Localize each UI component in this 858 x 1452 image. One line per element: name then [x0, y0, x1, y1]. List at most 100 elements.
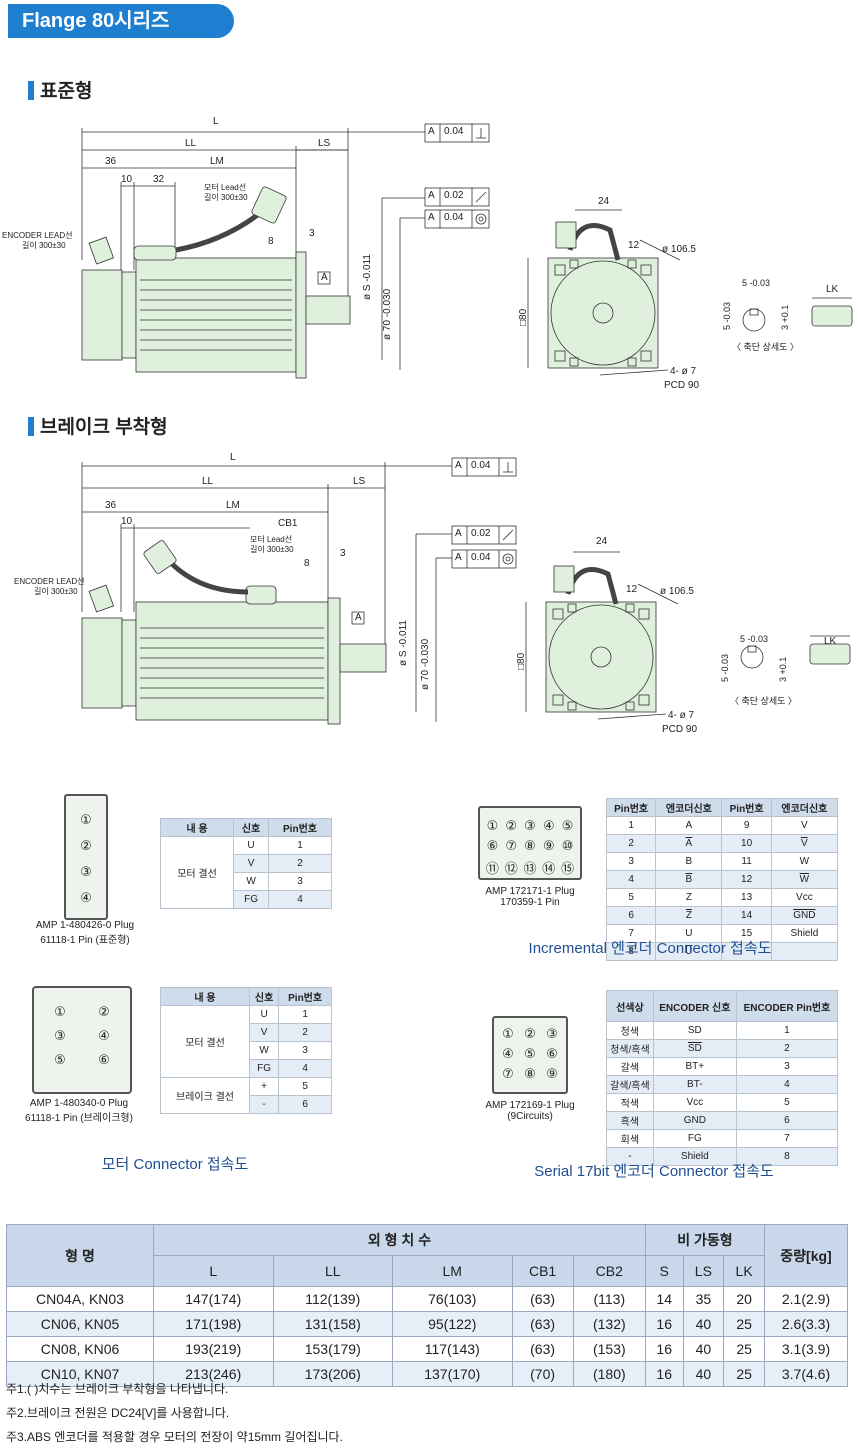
table-cell: 7 — [735, 1129, 839, 1148]
pin-cell: 4 — [278, 1059, 332, 1078]
signal-cell: FG — [233, 890, 270, 909]
pin-cell: 1 — [268, 836, 332, 855]
table-cell: 147(174) — [153, 1286, 274, 1312]
column-header: LL — [272, 1255, 393, 1287]
table-cell: 25 — [723, 1311, 765, 1337]
spigot-dia-brake: ø 70 -0.030 — [420, 638, 431, 690]
table-header: 선색상 — [606, 990, 654, 1022]
key-height: 5 -0.03 — [722, 301, 732, 330]
table-cell: 117(143) — [392, 1336, 513, 1362]
dim-lm: LM — [210, 156, 224, 167]
table-header: 신호 — [248, 987, 280, 1006]
signal-cell: W — [248, 1041, 280, 1060]
hole-spec-brake: 4- ø 7 — [668, 710, 695, 721]
dim-8-brake: 8 — [304, 558, 310, 569]
table-cell: W — [770, 870, 839, 889]
datum-a-brake: A — [355, 612, 362, 623]
table-cell: 11 — [721, 852, 772, 871]
table-cell: 청색 — [606, 1021, 654, 1040]
outer-dimension-header: 외 형 치 수 — [153, 1224, 646, 1256]
section-standard-heading: 표준형 — [28, 76, 92, 103]
table-cell: U — [655, 942, 723, 961]
pin-7: ⑦ — [505, 838, 518, 853]
table-cell: 2.1(2.9) — [764, 1286, 848, 1312]
pin-11: ⑪ — [485, 861, 499, 876]
motor-brake-caption: AMP 1-480340-0 Plug 61118-1 Pin (브레이크형) — [14, 1098, 144, 1124]
tol-a-2: A — [428, 190, 435, 201]
table-cell: 3.1(3.9) — [764, 1336, 848, 1362]
pin-2: ② — [98, 1004, 110, 1019]
table-cell: 153(179) — [272, 1336, 393, 1362]
signal-cell: V — [248, 1023, 280, 1042]
table-cell: 갈색 — [606, 1057, 654, 1076]
table-cell: 5 — [735, 1093, 839, 1112]
table-cell: CN10, KN07 — [6, 1361, 154, 1387]
table-cell: 2 — [735, 1039, 839, 1058]
table-cell: 8 — [605, 942, 657, 961]
dim-24: 24 — [598, 196, 610, 207]
serial-plug-caption: AMP 172169-1 Plug (9Circuits) — [470, 1100, 590, 1122]
column-header: CB1 — [511, 1255, 574, 1287]
table-cell: 3.7(4.6) — [764, 1361, 848, 1387]
datum-a: A — [321, 272, 328, 283]
table-cell: 9 — [721, 816, 772, 835]
dim-sq80-brake: □80 — [516, 652, 527, 670]
signal-cell: V — [233, 854, 270, 873]
table-cell: - — [606, 1147, 654, 1166]
lead-label-2-brake: 길이 300±30 — [250, 545, 294, 554]
pin-3: ③ — [546, 1026, 558, 1041]
pin-13: ⑬ — [523, 861, 537, 876]
table-header: Pin번호 — [721, 798, 772, 817]
table-header: Pin번호 — [605, 798, 657, 817]
caption-line: AMP 172169-1 Plug — [485, 1100, 575, 1111]
table-cell: 173(206) — [272, 1361, 393, 1387]
table-cell: 2 — [605, 834, 657, 853]
table-cell: 76(103) — [392, 1286, 513, 1312]
caption-line: AMP 1-480426-0 Plug — [35, 920, 135, 931]
section-brake-heading: 브레이크 부착형 — [28, 412, 168, 439]
table-cell — [721, 942, 772, 961]
caption-line: AMP 1-480340-0 Plug — [29, 1098, 129, 1109]
tol-value-3-brake: 0.04 — [471, 552, 491, 563]
pin-9: ⑨ — [542, 838, 555, 853]
table-cell: 20 — [723, 1286, 765, 1312]
table-cell: 16 — [644, 1361, 684, 1387]
table-cell: 1 — [605, 816, 657, 835]
pcd-spec-brake: PCD 90 — [662, 724, 698, 735]
motor-std-plug: ① ② ③ ④ — [64, 794, 108, 920]
column-header: LK — [723, 1255, 765, 1287]
dim-lm-brake: LM — [226, 500, 240, 511]
pin-cell: 2 — [278, 1023, 332, 1042]
tol-value-2: 0.02 — [444, 190, 464, 201]
pin-4: ④ — [80, 890, 92, 905]
table-header: 신호 — [233, 818, 270, 837]
dim-3: 3 — [309, 228, 315, 239]
model-header: 형 명 — [6, 1224, 154, 1287]
table-cell: 4 — [605, 870, 657, 889]
pin-2: ② — [505, 818, 518, 833]
key-height-brake: 5 -0.03 — [720, 653, 730, 682]
caption-line: 170359-1 Pin — [500, 897, 560, 908]
table-cell: A — [655, 816, 723, 835]
tol-a-3: A — [428, 212, 435, 223]
dim-24-brake: 24 — [596, 536, 608, 547]
pin-4: ④ — [98, 1028, 110, 1043]
table-cell: CN04A, KN03 — [6, 1286, 154, 1312]
shaft-dia: ø S -0.011 — [362, 254, 373, 300]
pin-14: ⑭ — [542, 861, 556, 876]
table-cell: 회색 — [606, 1129, 654, 1148]
table-cell: A — [655, 834, 723, 853]
pin-cell: 4 — [268, 890, 332, 909]
table-cell: 40 — [682, 1311, 725, 1337]
table-cell: SD — [652, 1021, 737, 1040]
pin-1: ① — [54, 1004, 66, 1019]
